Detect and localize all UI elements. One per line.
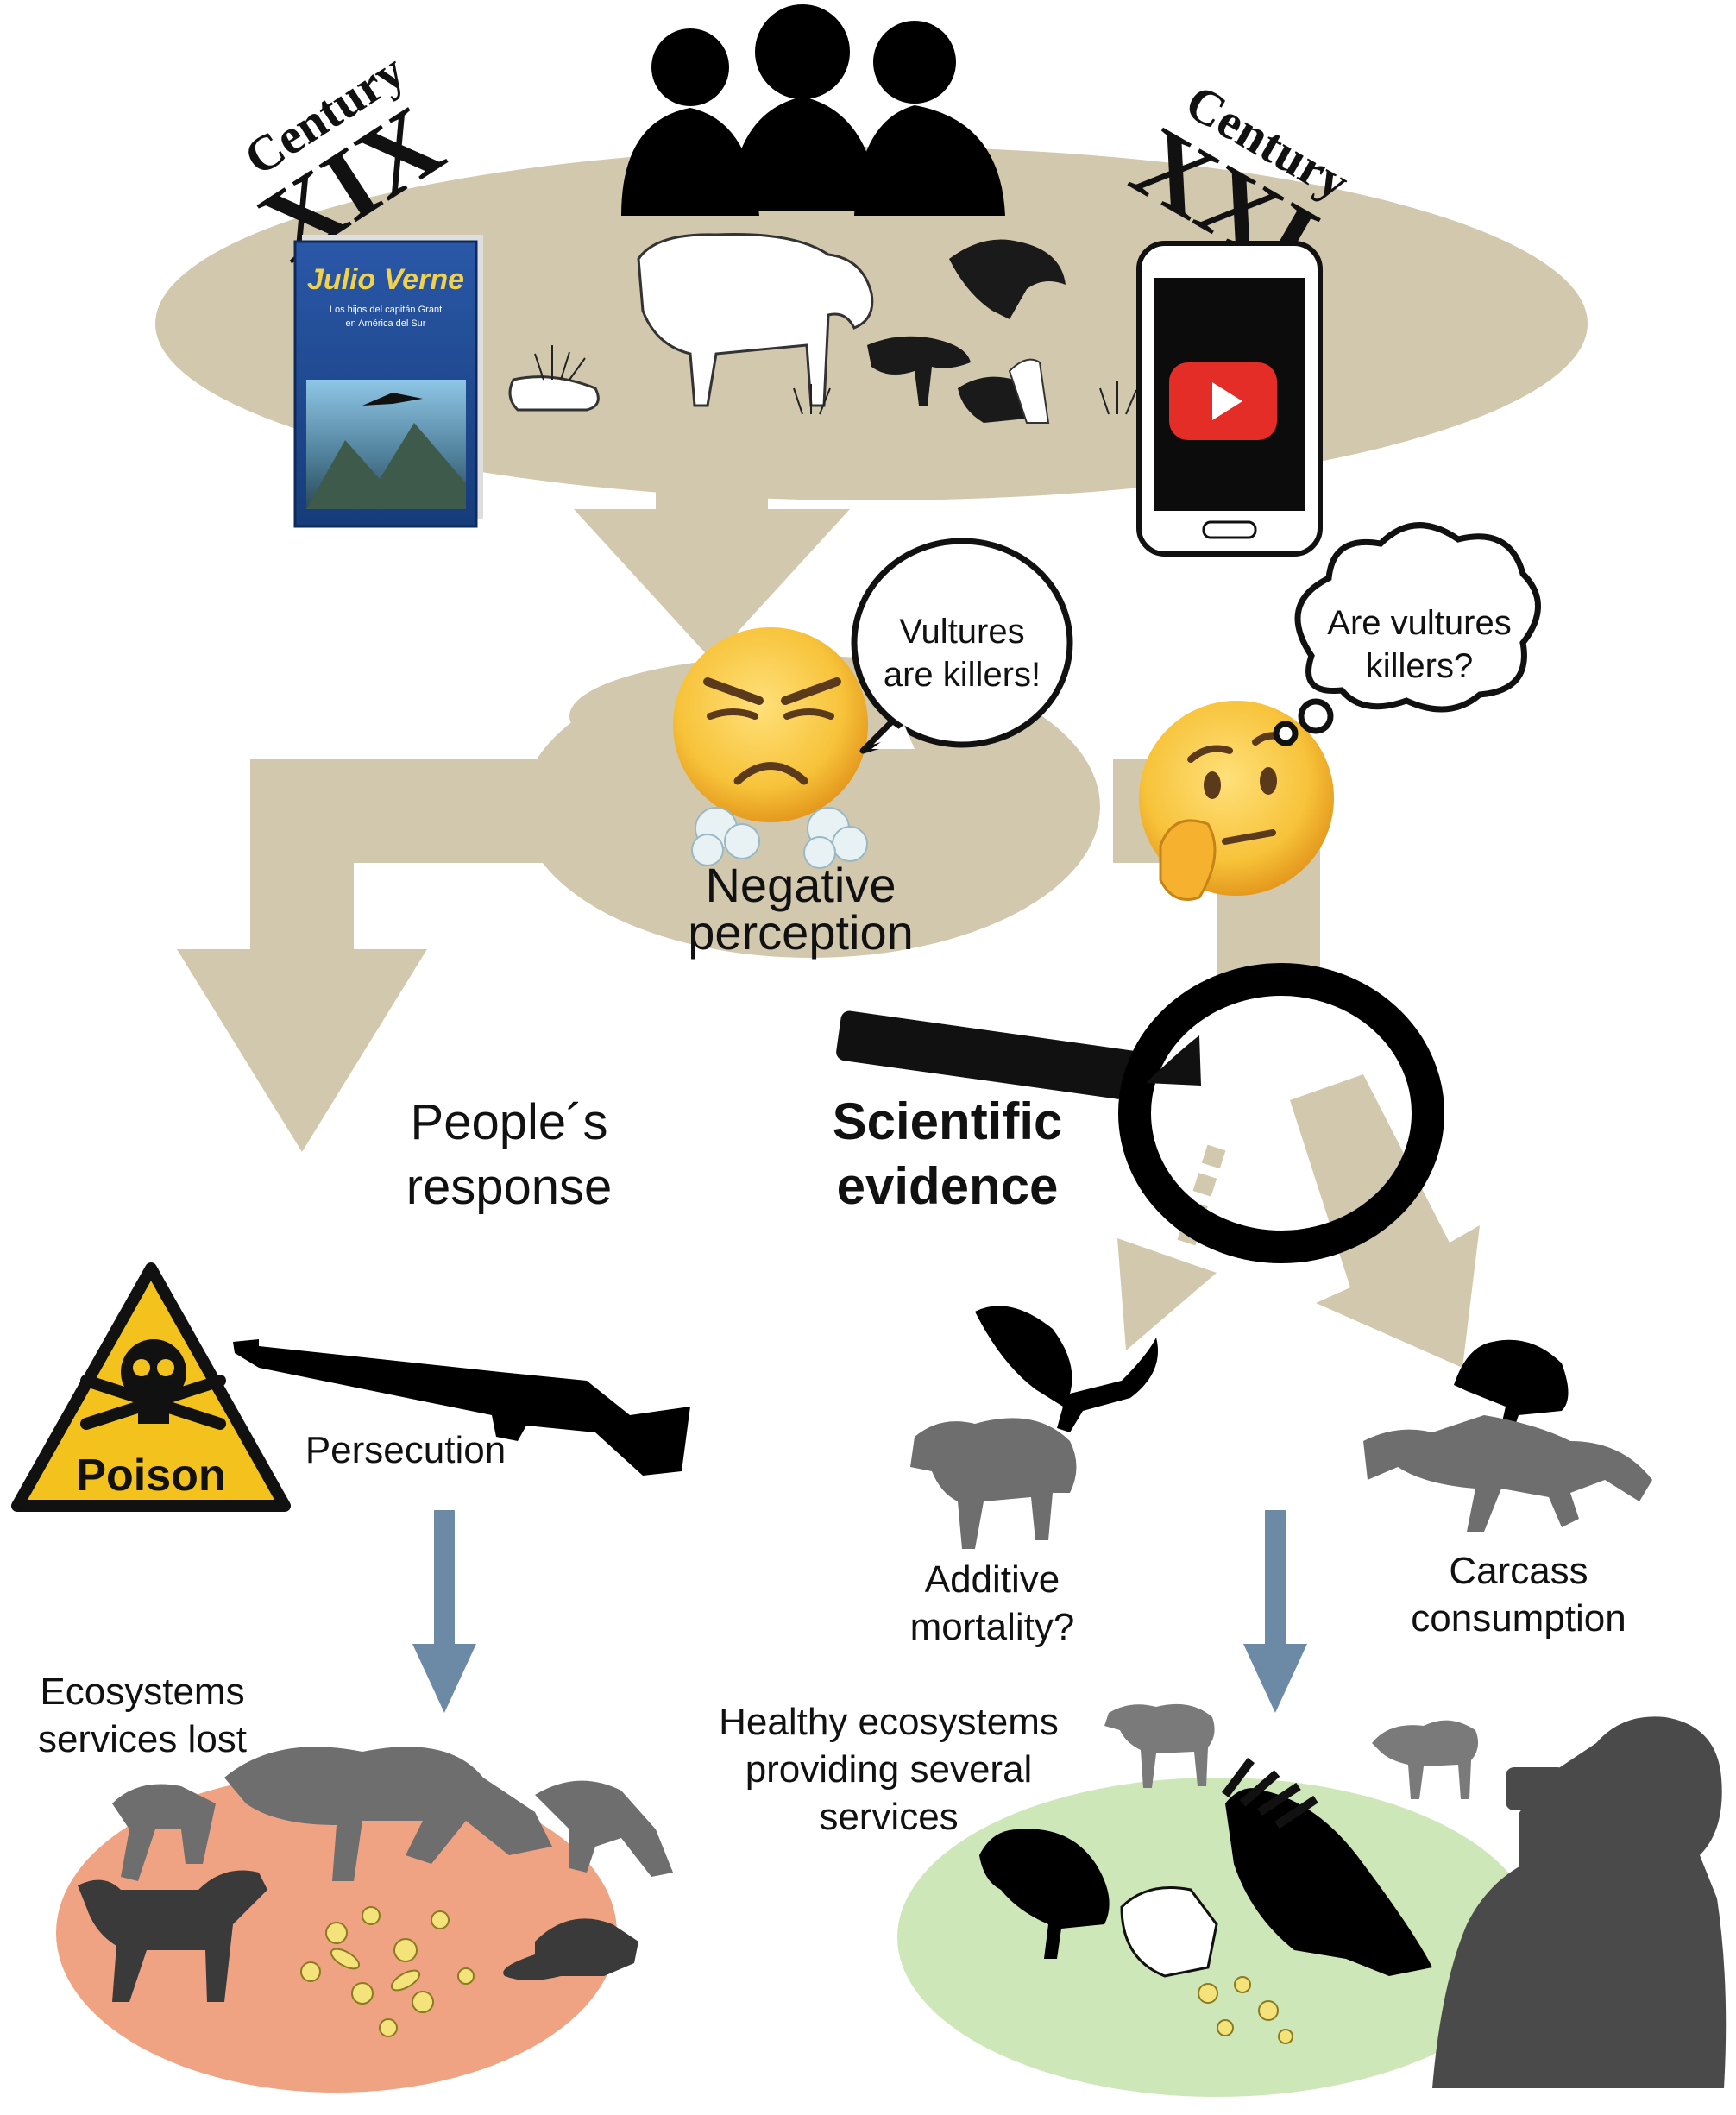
angry-face-icon	[673, 627, 868, 869]
blue-arrow-left	[412, 1510, 476, 1713]
skeleton-icon	[1120, 1758, 1318, 1978]
poison-label: Poison	[76, 1451, 225, 1501]
rifle-icon	[233, 1339, 690, 1476]
condor-icon	[362, 393, 423, 406]
additive-mortality-line1: Additive	[925, 1558, 1060, 1601]
julio-verne-book: Julio Verne Los hijos del capitán Grant …	[293, 235, 483, 528]
peoples-response-line2: response	[406, 1159, 613, 1215]
speech-bubble-line1: Vultures	[899, 613, 1024, 651]
microbes-icon-small	[1198, 1976, 1293, 2044]
book-subtitle-1: Los hijos del capitán Grant	[330, 305, 442, 315]
vultures-sketch	[867, 239, 1066, 424]
birdwatcher-silhouette	[1432, 1716, 1727, 2088]
negative-perception-line2: perception	[688, 905, 914, 960]
lamb-sketch	[508, 375, 600, 412]
carcass-consumption-line2: consumption	[1411, 1597, 1626, 1640]
peoples-response-line1: People´s	[411, 1094, 608, 1150]
healthy-ecosystems-line2: providing several	[745, 1748, 1033, 1791]
thought-bubble-line2: killers?	[1366, 647, 1473, 685]
people-silhouette	[621, 4, 1005, 216]
arrow-to-perception	[574, 483, 850, 660]
rat-silhouette	[503, 1918, 638, 1980]
speech-bubble-line2: are killers!	[884, 656, 1041, 694]
steam-puff-icon	[691, 807, 868, 869]
ecosystems-lost-line1: Ecosystems	[40, 1671, 244, 1713]
poison-sign: Poison	[11, 1262, 291, 1512]
persecution-label: Persecution	[305, 1429, 506, 1471]
negative-perception-line1: Negative	[705, 858, 896, 912]
feeding-vultures-silhouettes	[979, 1788, 1432, 1976]
magnifying-glass-icon	[836, 963, 1444, 1263]
carcass-consumption-line1: Carcass	[1449, 1550, 1588, 1592]
thought-bubble-line1: Are vultures	[1327, 604, 1511, 642]
sheep-silhouette	[910, 1418, 1077, 1549]
sheep-sketch	[508, 233, 874, 412]
scientific-evidence-line2: evidence	[837, 1157, 1059, 1215]
grass-tufts	[534, 345, 1137, 415]
speech-bubble: Vultures are killers!	[851, 538, 1073, 754]
microbes-icon	[300, 1906, 475, 2037]
thought-bubble: Are vultures killers?	[1273, 522, 1541, 746]
flying-vulture-silhouette	[975, 1306, 1158, 1432]
grazing-sheep-silhouettes	[1104, 1703, 1479, 1799]
book-author: Julio Verne	[307, 263, 464, 296]
blue-arrow-right	[1243, 1510, 1307, 1713]
scientific-evidence-line1: Scientific	[833, 1092, 1063, 1150]
healthy-ecosystems-line1: Healthy ecosystems	[719, 1701, 1059, 1743]
healthy-ecosystems-line3: services	[819, 1796, 958, 1838]
perched-vulture-silhouette	[1454, 1339, 1569, 1428]
dead-sheep-silhouette	[1363, 1415, 1652, 1532]
book-subtitle-2: en América del Sur	[346, 318, 426, 329]
additive-mortality-line2: mortality?	[910, 1606, 1075, 1648]
smartphone	[1136, 241, 1323, 557]
dog-silhouette	[78, 1870, 267, 2002]
dead-livestock-silhouettes	[112, 1747, 673, 1881]
thinking-face-icon	[1139, 701, 1334, 901]
ecosystems-lost-line2: services lost	[38, 1718, 247, 1760]
